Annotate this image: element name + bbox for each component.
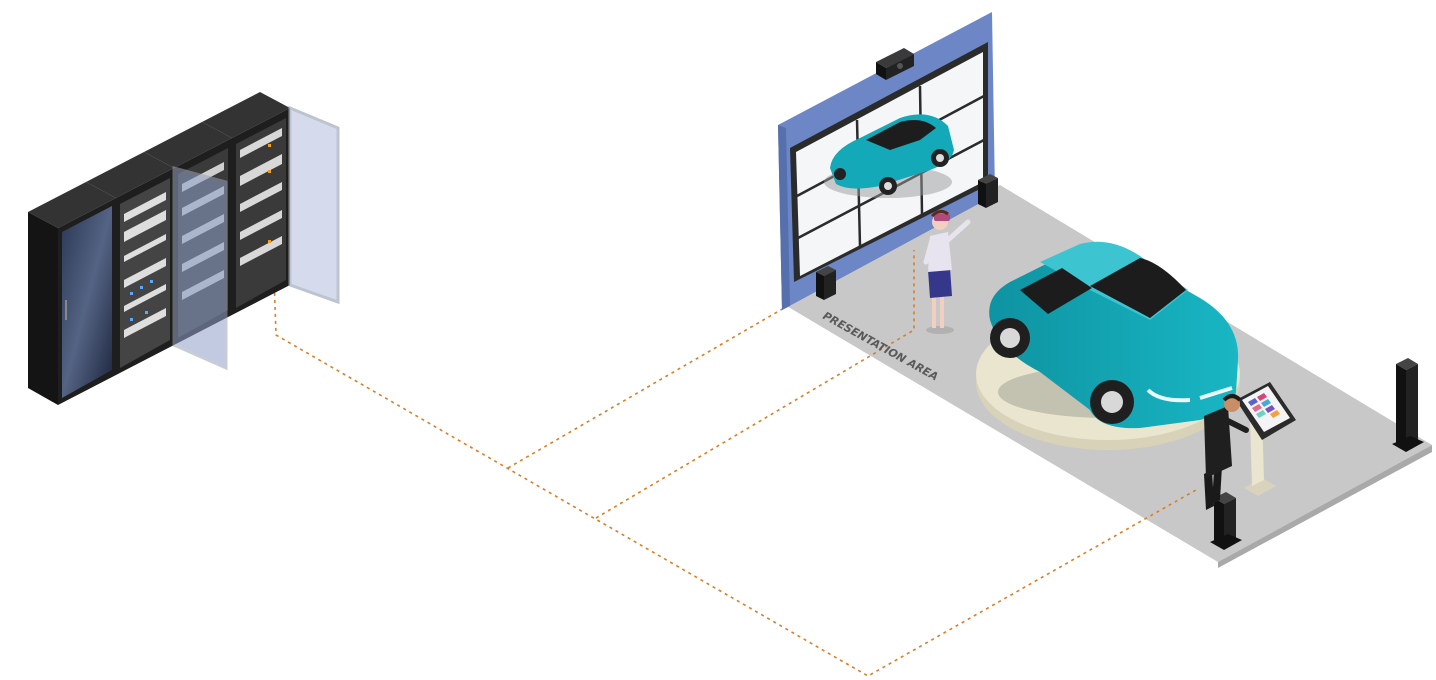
server-rack-icon <box>28 92 338 405</box>
cable-to-video-wall <box>508 308 784 468</box>
speaker-wall-left <box>816 266 836 300</box>
server-rack-1 <box>28 182 116 405</box>
speaker-wall-right <box>978 174 998 208</box>
